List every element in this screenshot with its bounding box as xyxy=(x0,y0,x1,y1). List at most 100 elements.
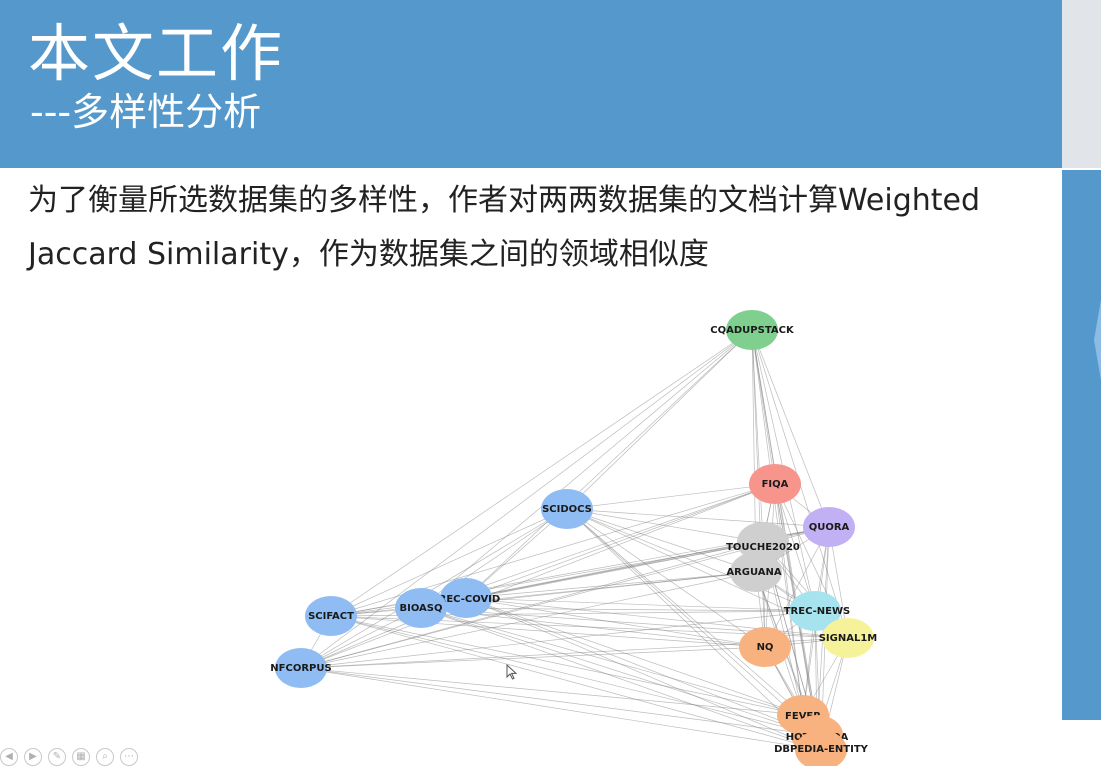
node-label: QUORA xyxy=(809,522,850,533)
graph-node-bioasq: BIOASQ xyxy=(395,588,447,628)
graph-node-arguana: ARGUANA xyxy=(726,552,782,592)
node-circle xyxy=(803,507,855,547)
slide-title: 本文工作 xyxy=(28,17,285,90)
node-label: CQADUPSTACK xyxy=(710,325,795,336)
graph-node-trec-news: TREC-NEWS xyxy=(784,591,851,631)
slide-subtitle: ---多样性分析 xyxy=(30,90,262,134)
graph-edge xyxy=(465,597,822,751)
graph-node-cqadupstack: CQADUPSTACK xyxy=(710,310,795,350)
node-label: BIOASQ xyxy=(399,603,442,614)
forward-icon[interactable]: ▶ xyxy=(24,748,42,766)
presentation-toolbar: ◀ ▶ ✎ ▦ ⌕ ⋯ xyxy=(0,748,138,766)
node-label: FIQA xyxy=(762,479,789,490)
graph-edge xyxy=(300,610,816,669)
graph-edge xyxy=(465,597,816,612)
graph-edge xyxy=(300,508,568,669)
graph-node-touche2020: TOUCHE2020 xyxy=(726,522,800,562)
slide-body-text: 为了衡量所选数据集的多样性，作者对两两数据集的文档计算Weighted Jacc… xyxy=(28,183,981,272)
graph-edge xyxy=(566,508,816,612)
node-label: TREC-NEWS xyxy=(784,606,851,617)
node-circle xyxy=(726,310,778,350)
node-circle xyxy=(737,522,789,562)
graph-edge xyxy=(465,597,849,639)
slides-icon[interactable]: ▦ xyxy=(72,748,90,766)
graph-edge xyxy=(330,571,757,617)
next-slide-arrow-icon[interactable] xyxy=(1094,300,1101,380)
node-label: SCIDOCS xyxy=(542,504,592,515)
node-label: DBPEDIA-ENTITY xyxy=(774,744,869,755)
side-panel-top xyxy=(1062,0,1101,168)
graph-edge xyxy=(330,329,753,617)
node-label: SCIFACT xyxy=(308,611,354,622)
node-circle xyxy=(789,591,841,631)
graph-edge xyxy=(465,597,766,648)
node-circle xyxy=(305,596,357,636)
graph-edge xyxy=(330,615,818,736)
graph-node-signal1m: SIGNAL1M xyxy=(819,618,878,658)
graph-edge xyxy=(566,329,753,510)
graph-edge xyxy=(774,483,804,716)
node-label: TOUCHE2020 xyxy=(726,542,800,553)
graph-edge xyxy=(300,667,822,751)
node-circle xyxy=(275,648,327,688)
graph-edge xyxy=(465,571,757,599)
graph-edge xyxy=(566,508,764,543)
graph-node-dbpedia-entity: DBPEDIA-ENTITY xyxy=(774,730,869,766)
back-icon[interactable]: ◀ xyxy=(0,748,18,766)
graph-node-scidocs: SCIDOCS xyxy=(541,489,593,529)
node-circle xyxy=(730,552,782,592)
node-circle xyxy=(749,464,801,504)
graph-edge xyxy=(566,508,830,528)
node-circle xyxy=(541,489,593,529)
graph-edge xyxy=(751,329,764,543)
pen-icon[interactable]: ✎ xyxy=(48,748,66,766)
graph-edge xyxy=(330,615,822,751)
graph-edges xyxy=(300,329,849,751)
side-panel xyxy=(1062,170,1101,720)
graph-edge xyxy=(330,615,804,716)
node-label: SIGNAL1M xyxy=(819,633,878,644)
graph-node-scifact: SCIFACT xyxy=(305,596,357,636)
graph-edge xyxy=(300,667,818,736)
graph-edge xyxy=(420,607,822,751)
node-label: ARGUANA xyxy=(726,567,782,578)
graph-node-nfcorpus: NFCORPUS xyxy=(270,648,332,688)
node-circle xyxy=(795,730,847,766)
graph-node-nq: NQ xyxy=(739,627,791,667)
graph-edge xyxy=(300,667,804,716)
node-circle xyxy=(395,588,447,628)
graph-edge xyxy=(566,483,776,510)
graph-edge xyxy=(330,508,568,617)
graph-edge xyxy=(300,646,766,669)
node-circle xyxy=(739,627,791,667)
node-label: NFCORPUS xyxy=(270,663,331,674)
graph-edge xyxy=(774,483,816,612)
graph-node-fiqa: FIQA xyxy=(749,464,801,504)
graph-edge xyxy=(751,329,830,528)
graph-edge xyxy=(751,329,804,716)
node-circle xyxy=(440,578,492,618)
more-icon[interactable]: ⋯ xyxy=(120,748,138,766)
graph-edge xyxy=(420,607,818,736)
graph-edge xyxy=(465,597,804,716)
graph-edge xyxy=(465,483,776,599)
node-label: TREC-COVID xyxy=(432,594,500,605)
node-label: FEVER xyxy=(785,711,821,722)
node-label: NQ xyxy=(757,642,774,653)
graph-edge xyxy=(420,607,804,716)
graph-node-quora: QUORA xyxy=(803,507,855,547)
mouse-cursor-icon xyxy=(506,664,518,680)
graph-edge xyxy=(566,508,757,573)
graph-node-trec-covid: TREC-COVID xyxy=(432,578,500,618)
graph-edge xyxy=(300,483,776,669)
graph-edge xyxy=(465,597,818,736)
similarity-network-graph: CQADUPSTACK FIQA SCIDOCS QUORA TOUCHE2020ARG… xyxy=(270,310,877,766)
graph-edge xyxy=(420,329,753,609)
graph-edge xyxy=(566,508,766,648)
slide-header: 本文工作 ---多样性分析 xyxy=(0,0,1062,168)
graph-edge xyxy=(465,329,753,599)
node-circle xyxy=(822,618,874,658)
zoom-icon[interactable]: ⌕ xyxy=(96,748,114,766)
graph-nodes: CQADUPSTACK FIQA SCIDOCS QUORA TOUCHE2020ARG… xyxy=(270,310,877,766)
